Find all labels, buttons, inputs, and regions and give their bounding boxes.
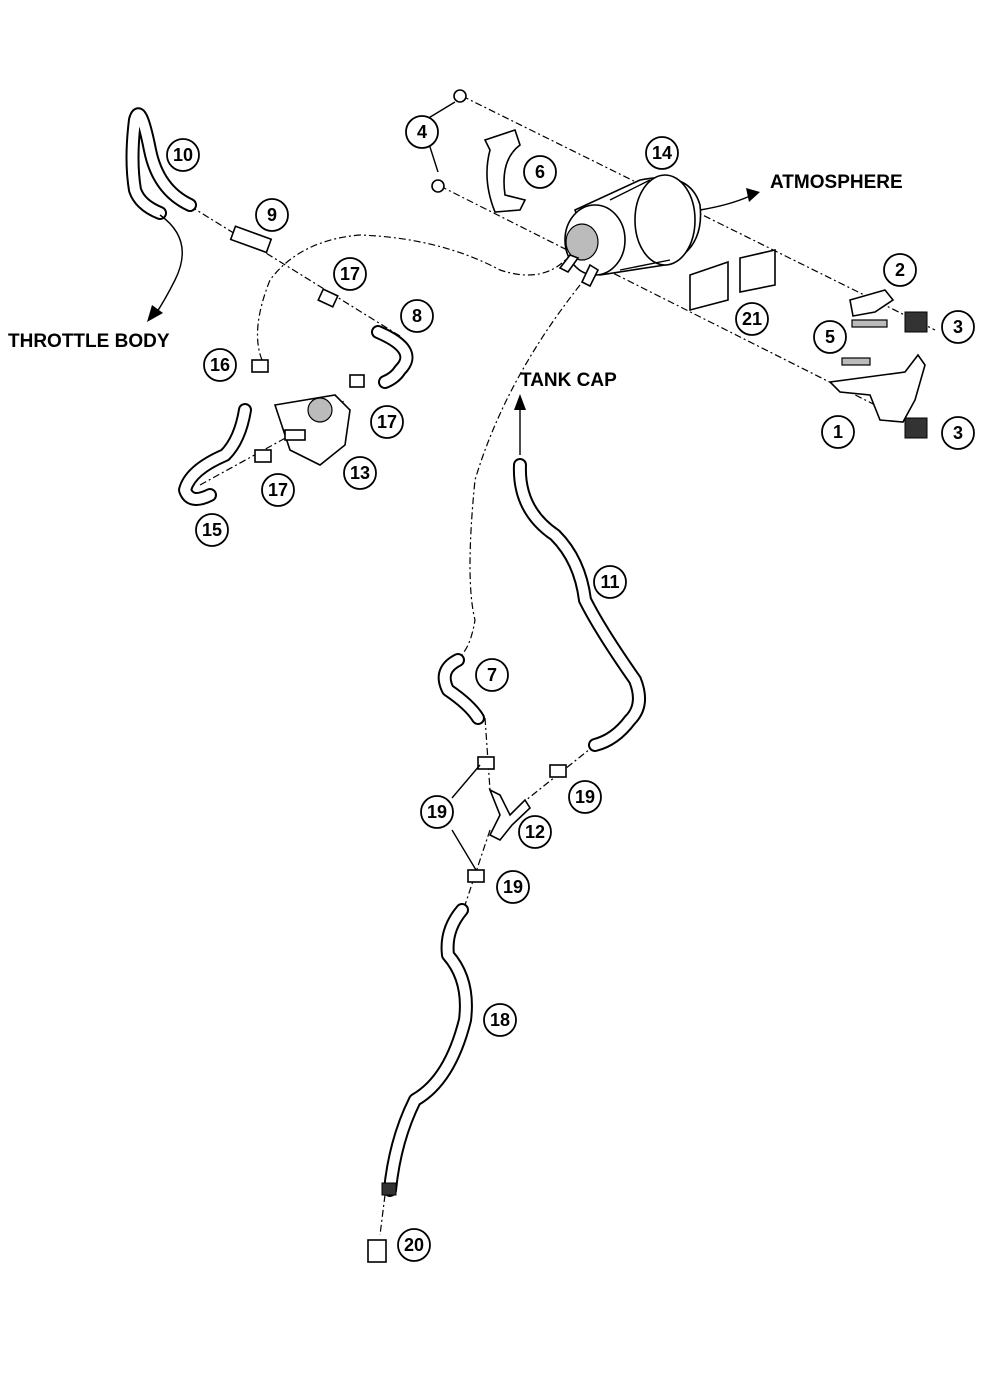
callout-17: 17 (261, 473, 295, 507)
svg-text:10: 10 (173, 145, 193, 165)
svg-text:19: 19 (575, 787, 595, 807)
svg-text:3: 3 (953, 423, 963, 443)
svg-text:17: 17 (377, 412, 397, 432)
fitting-20 (367, 1182, 397, 1263)
callout-13: 13 (343, 456, 377, 490)
svg-text:19: 19 (503, 877, 523, 897)
arrows (147, 188, 760, 455)
callout-21: 21 (735, 302, 769, 336)
svg-text:2: 2 (895, 260, 905, 280)
tank-cap-label: TANK CAP (520, 370, 617, 391)
svg-text:21: 21 (742, 309, 762, 329)
callout-6: 6 (523, 155, 557, 189)
callout-14: 14 (645, 136, 679, 170)
callout-leaders (421, 101, 481, 871)
svg-text:14: 14 (652, 143, 672, 163)
callout-bubbles: 1 2 3 3 4 5 6 7 8 9 10 11 12 13 14 15 16… (166, 115, 975, 1262)
callout-18: 18 (483, 1003, 517, 1037)
callout-2: 2 (883, 253, 917, 287)
tee-fitting (488, 788, 532, 842)
svg-text:5: 5 (825, 327, 835, 347)
purge-valve (273, 394, 351, 466)
callout-16: 16 (203, 348, 237, 382)
svg-text:20: 20 (404, 1235, 424, 1255)
callout-20: 20 (397, 1228, 431, 1262)
svg-text:3: 3 (953, 317, 963, 337)
callout-5: 5 (813, 320, 847, 354)
callout-8: 8 (400, 299, 434, 333)
callout-1: 1 (821, 415, 855, 449)
hoses (125, 107, 646, 1197)
svg-text:1: 1 (833, 422, 843, 442)
callout-17: 17 (333, 257, 367, 291)
svg-text:8: 8 (412, 306, 422, 326)
svg-text:17: 17 (268, 480, 288, 500)
throttle-body-label: THROTTLE BODY (8, 331, 170, 352)
svg-text:9: 9 (267, 205, 277, 225)
atmosphere-label: ATMOSPHERE (770, 172, 903, 193)
svg-text:4: 4 (417, 122, 427, 142)
callout-7: 7 (475, 658, 509, 692)
callout-11: 11 (593, 565, 627, 599)
svg-text:19: 19 (427, 802, 447, 822)
svg-text:11: 11 (600, 572, 619, 592)
callout-19: 19 (420, 795, 454, 829)
pads (689, 248, 776, 312)
svg-text:12: 12 (525, 822, 545, 842)
callout-3: 3 (941, 416, 975, 450)
callout-12: 12 (518, 815, 552, 849)
svg-text:17: 17 (340, 264, 360, 284)
svg-text:16: 16 (210, 355, 230, 375)
mounting-hardware (828, 289, 928, 439)
callout-17: 17 (370, 405, 404, 439)
callout-9: 9 (255, 198, 289, 232)
svg-text:15: 15 (202, 520, 222, 540)
charcoal-canister (558, 174, 702, 288)
callout-15: 15 (195, 513, 229, 547)
svg-text:6: 6 (535, 162, 545, 182)
callout-4: 4 (405, 115, 439, 149)
connector-9 (229, 225, 273, 254)
callout-3: 3 (941, 310, 975, 344)
screws (431, 89, 467, 193)
svg-text:13: 13 (350, 463, 370, 483)
callout-19: 19 (568, 780, 602, 814)
svg-text:18: 18 (490, 1010, 510, 1030)
canister-bracket (483, 128, 527, 213)
hose-clamps (251, 288, 567, 883)
svg-text:7: 7 (487, 665, 497, 685)
callout-10: 10 (166, 138, 200, 172)
callout-19: 19 (496, 870, 530, 904)
